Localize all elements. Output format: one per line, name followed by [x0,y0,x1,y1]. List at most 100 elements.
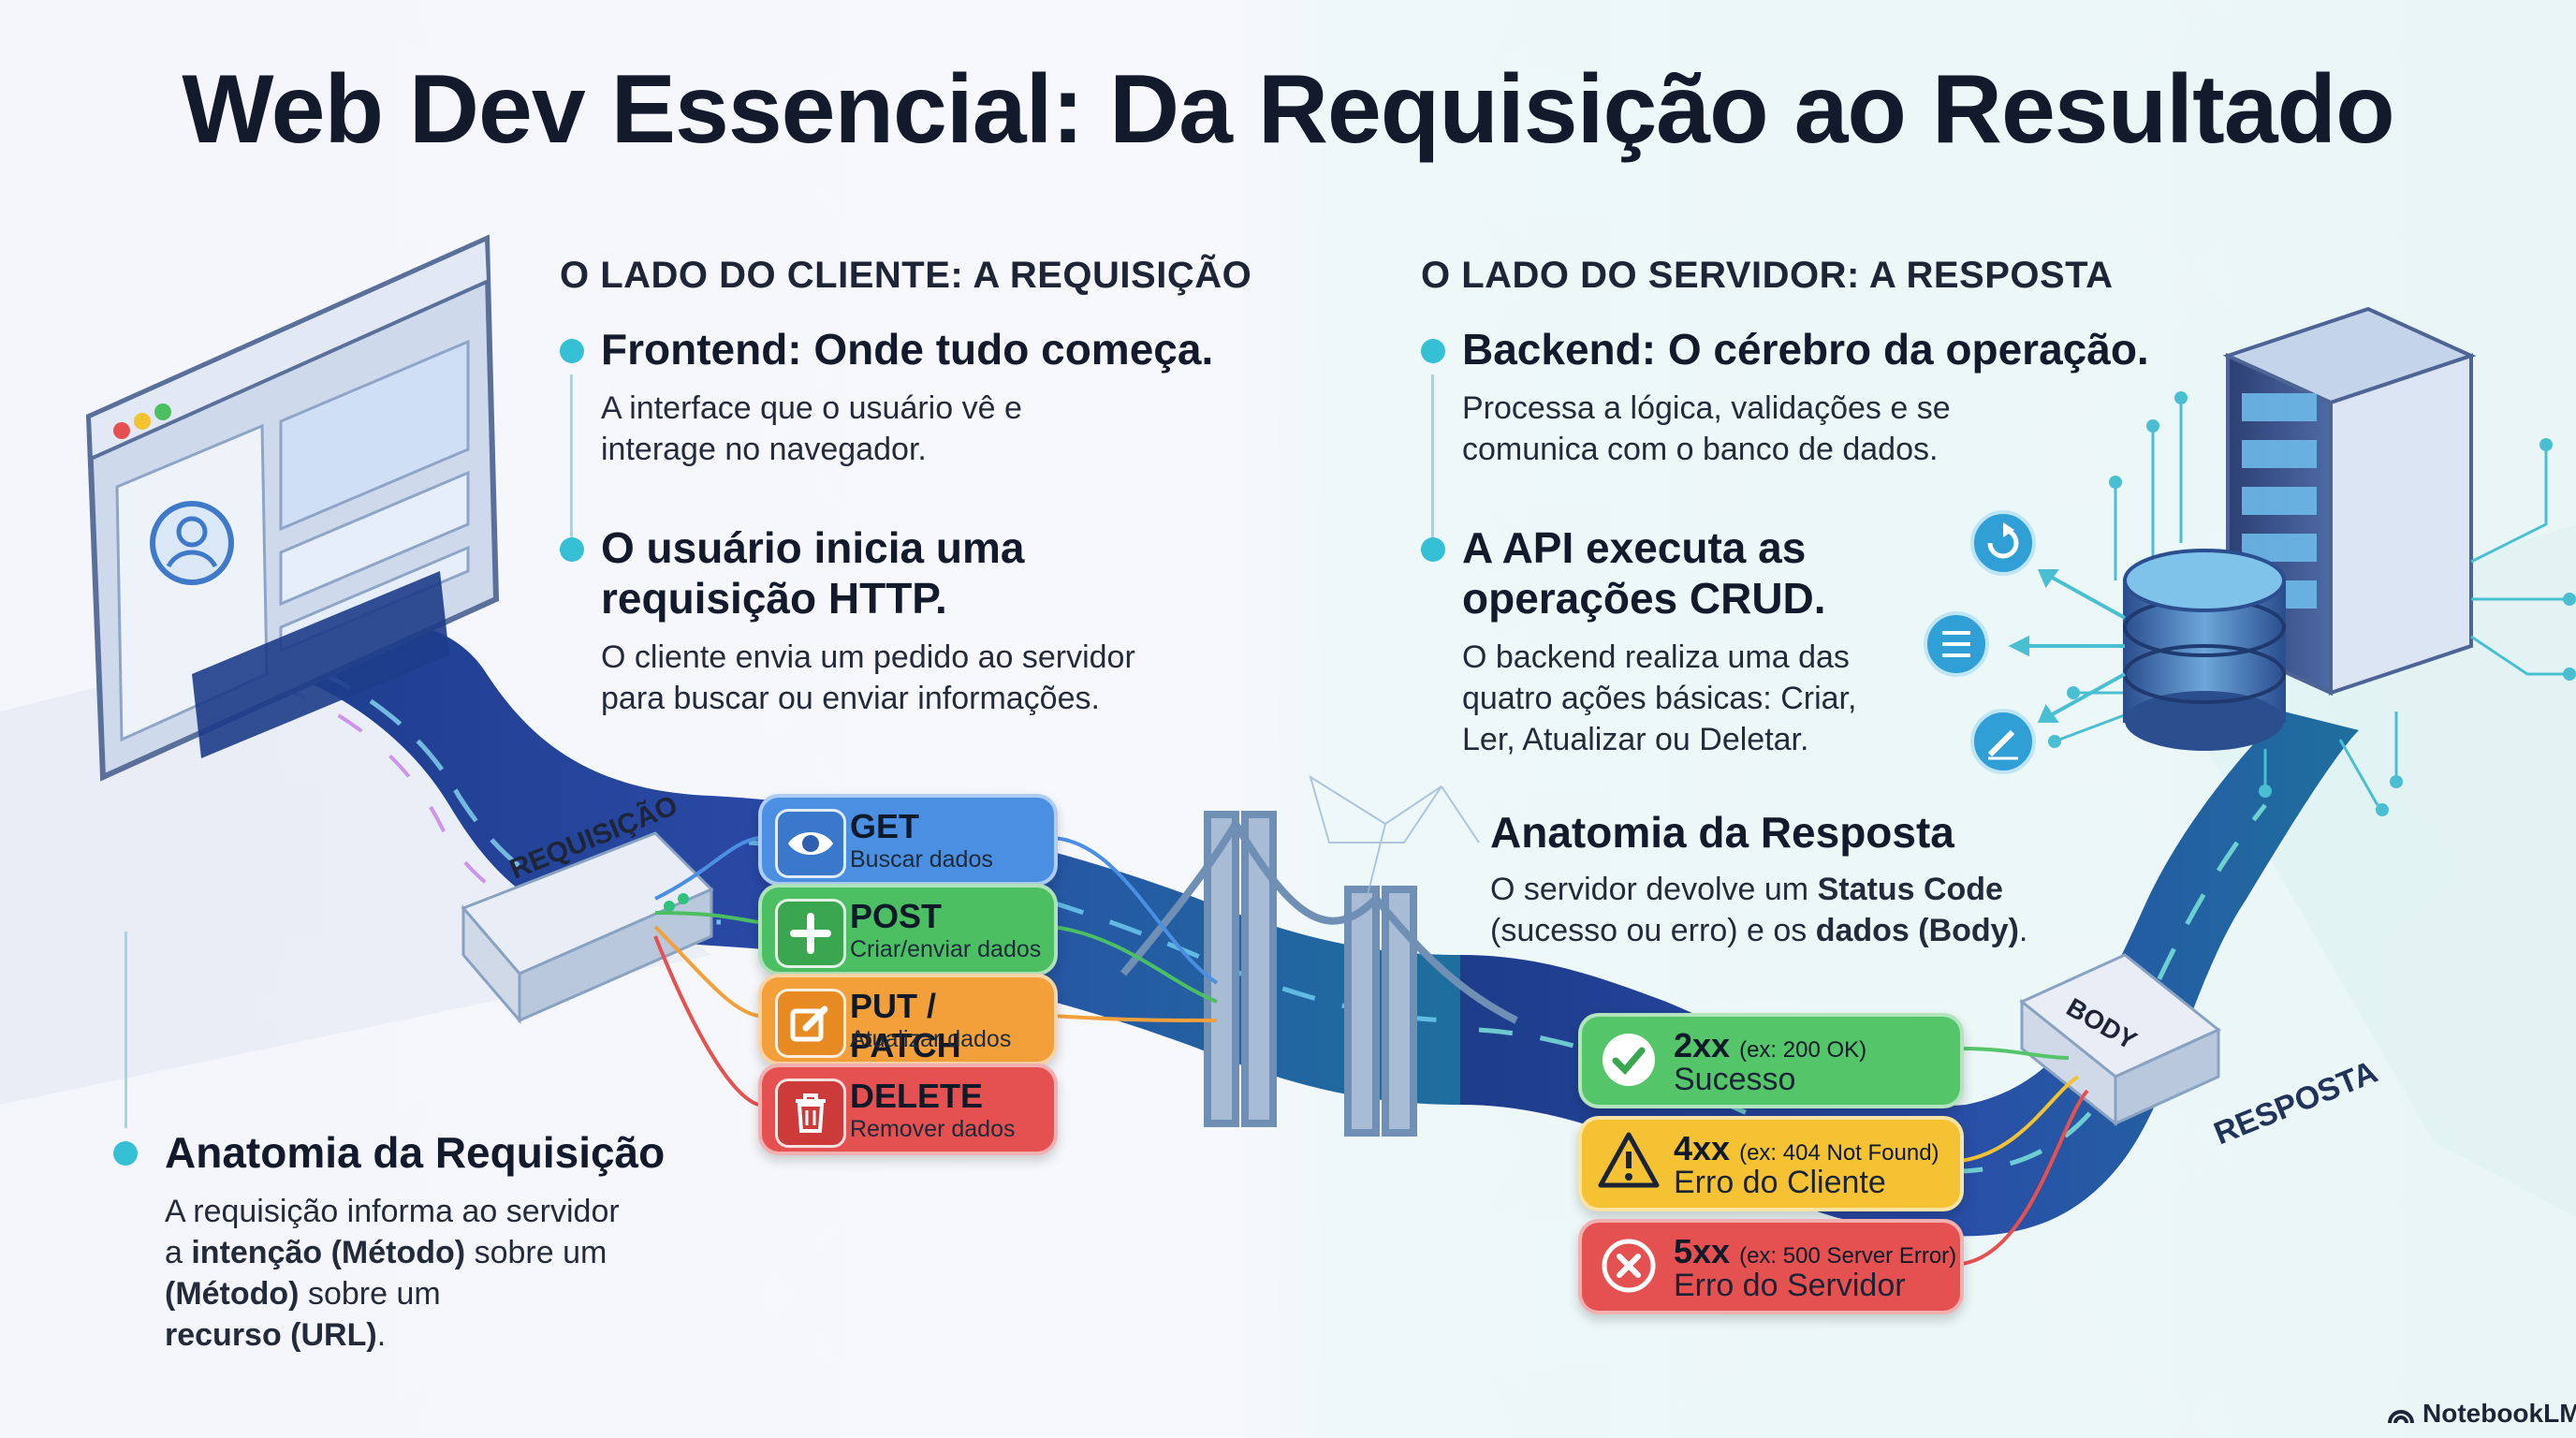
http-text-2: para buscar ou enviar informações. [601,681,1100,716]
status-example: (ex: 200 OK) [1739,1037,1867,1063]
circuit-nodes [2048,391,2576,816]
status-code-line: 5xx (ex: 500 Server Error) [1674,1232,1956,1271]
text: sobre um [465,1235,607,1270]
circuit-lines [2058,403,2565,806]
plus-icon [775,899,846,968]
frontend-title: Frontend: Onde tudo começa. [601,325,1214,374]
bridge [1120,811,1518,1137]
brand-name: NotebookLM [2422,1399,2576,1428]
client-heading: O LADO DO CLIENTE: A REQUISIÇÃO [560,255,1252,296]
frontend-text-2: interage no navegador. [601,432,927,467]
status-code: 2xx [1674,1026,1731,1064]
bullet-dot [113,1141,138,1166]
request-anatomy-line-3: (Método) sobre um [165,1273,441,1314]
http-title-1: O usuário inicia uma [601,523,1025,572]
method-put-patch: PUT / PATCH Atualizar dados [758,974,1058,1065]
frontend-text-1: A interface que o usuário vê e [601,390,1022,426]
crud-text-1: O backend realiza uma das [1462,639,1850,675]
backend-title: Backend: O cérebro da operação. [1462,325,2149,374]
method-name: GET [850,807,920,845]
notebooklm-logo-icon [2388,1410,2414,1424]
method-term: intenção (Método) [191,1235,466,1270]
delete-line [653,935,759,1107]
success-line [1960,1047,2070,1060]
request-box [461,831,714,1025]
eye-icon [775,809,846,878]
put-line-out [1052,1014,1218,1022]
method-term: (Método) [165,1276,300,1312]
method-name: PUT / PATCH [850,987,961,1064]
crud-title-2: operações CRUD. [1462,574,1826,623]
crud-text-3: Ler, Atualizar ou Deletar. [1462,722,1809,757]
refresh-icon [1970,510,2036,576]
page-title: Web Dev Essencial: Da Requisição ao Resu… [182,55,2394,164]
backend-text-2: comunica com o banco de dados. [1462,432,1939,467]
status-label: Erro do Servidor [1674,1268,1906,1303]
text: . [376,1317,387,1353]
method-name: POST [850,897,943,935]
body-box [2019,953,2221,1127]
server-error-line [1960,1089,2089,1266]
bullet-dot [1421,339,1445,363]
trash-icon [775,1078,846,1148]
check-circle-icon [1603,1034,1655,1086]
request-anatomy-line-4: recurso (URL). [165,1314,386,1356]
status-code-line: 4xx (ex: 404 Not Found) [1674,1129,1939,1168]
text: . [2018,913,2028,948]
post-line-out [1052,925,1218,1004]
status-code-line: 2xx (ex: 200 OK) [1674,1026,1866,1065]
status-5xx: 5xx (ex: 500 Server Error) Erro do Servi… [1578,1219,1964,1314]
method-name: DELETE [850,1077,984,1115]
method-desc: Remover dados [850,1116,1016,1142]
request-anatomy-title: Anatomia da Requisição [165,1128,666,1177]
url-term: recurso (URL) [165,1317,377,1353]
status-label: Erro do Cliente [1674,1165,1886,1200]
browser-window [85,234,500,782]
method-desc: Buscar dados [850,846,993,873]
text: (sucesso ou erro) e os [1490,913,1816,948]
crud-arrows [2008,569,2126,723]
text: sobre um [299,1276,441,1312]
backend-text-1: Processa a lógica, validações e se [1462,390,1951,426]
request-anatomy-line-2: a intenção (Método) sobre um [165,1232,607,1273]
server-connector [1431,374,1434,543]
bullet-dot [560,339,584,363]
bullet-dot [1421,537,1445,562]
pencil-icon [1970,709,2036,774]
list-icon [1924,611,1989,677]
http-title-2: requisição HTTP. [601,574,947,623]
http-text-1: O cliente envia um pedido ao servidor [601,639,1135,675]
status-example: (ex: 500 Server Error) [1739,1243,1957,1269]
post-line [654,911,759,924]
put-line [653,925,759,1018]
request-anatomy-line-1: A requisição informa ao servidor [165,1194,620,1229]
response-anatomy-title: Anatomia da Resposta [1490,808,1954,857]
status-4xx: 4xx (ex: 404 Not Found) Erro do Cliente [1578,1116,1964,1211]
x-circle-icon [1602,1239,1656,1293]
method-post: POST Criar/enviar dados [758,884,1058,976]
method-desc: Atualizar dados [850,1026,1012,1052]
server-heading: O LADO DO SERVIDOR: A RESPOSTA [1421,255,2114,296]
status-code-term: Status Code [1817,872,2003,907]
response-anatomy-line-2: (sucesso ou erro) e os dados (Body). [1490,910,2027,951]
method-desc: Criar/enviar dados [850,936,1042,962]
crud-text-2: quatro ações básicas: Criar, [1462,681,1857,716]
warning-icon [1598,1132,1660,1188]
bullet-dot [560,537,584,562]
method-delete: DELETE Remover dados [758,1064,1058,1155]
body-term: dados (Body) [1815,913,2019,948]
status-example: (ex: 404 Not Found) [1739,1140,1939,1166]
text: a [165,1235,192,1270]
get-line-out [1052,836,1219,985]
brand: NotebookLM [2387,1399,2576,1429]
status-2xx: 2xx (ex: 200 OK) Sucesso [1578,1013,1964,1108]
request-anatomy-connector [124,932,127,1128]
client-connector [570,374,573,543]
method-get: GET Buscar dados [758,794,1058,886]
status-label: Sucesso [1674,1062,1796,1097]
status-code: 4xx [1674,1129,1731,1167]
network-mesh [1309,774,1480,900]
status-code: 5xx [1674,1232,1731,1270]
response-anatomy-line-1: O servidor devolve um Status Code [1490,869,2003,910]
crud-title-1: A API executa as [1462,523,1807,572]
